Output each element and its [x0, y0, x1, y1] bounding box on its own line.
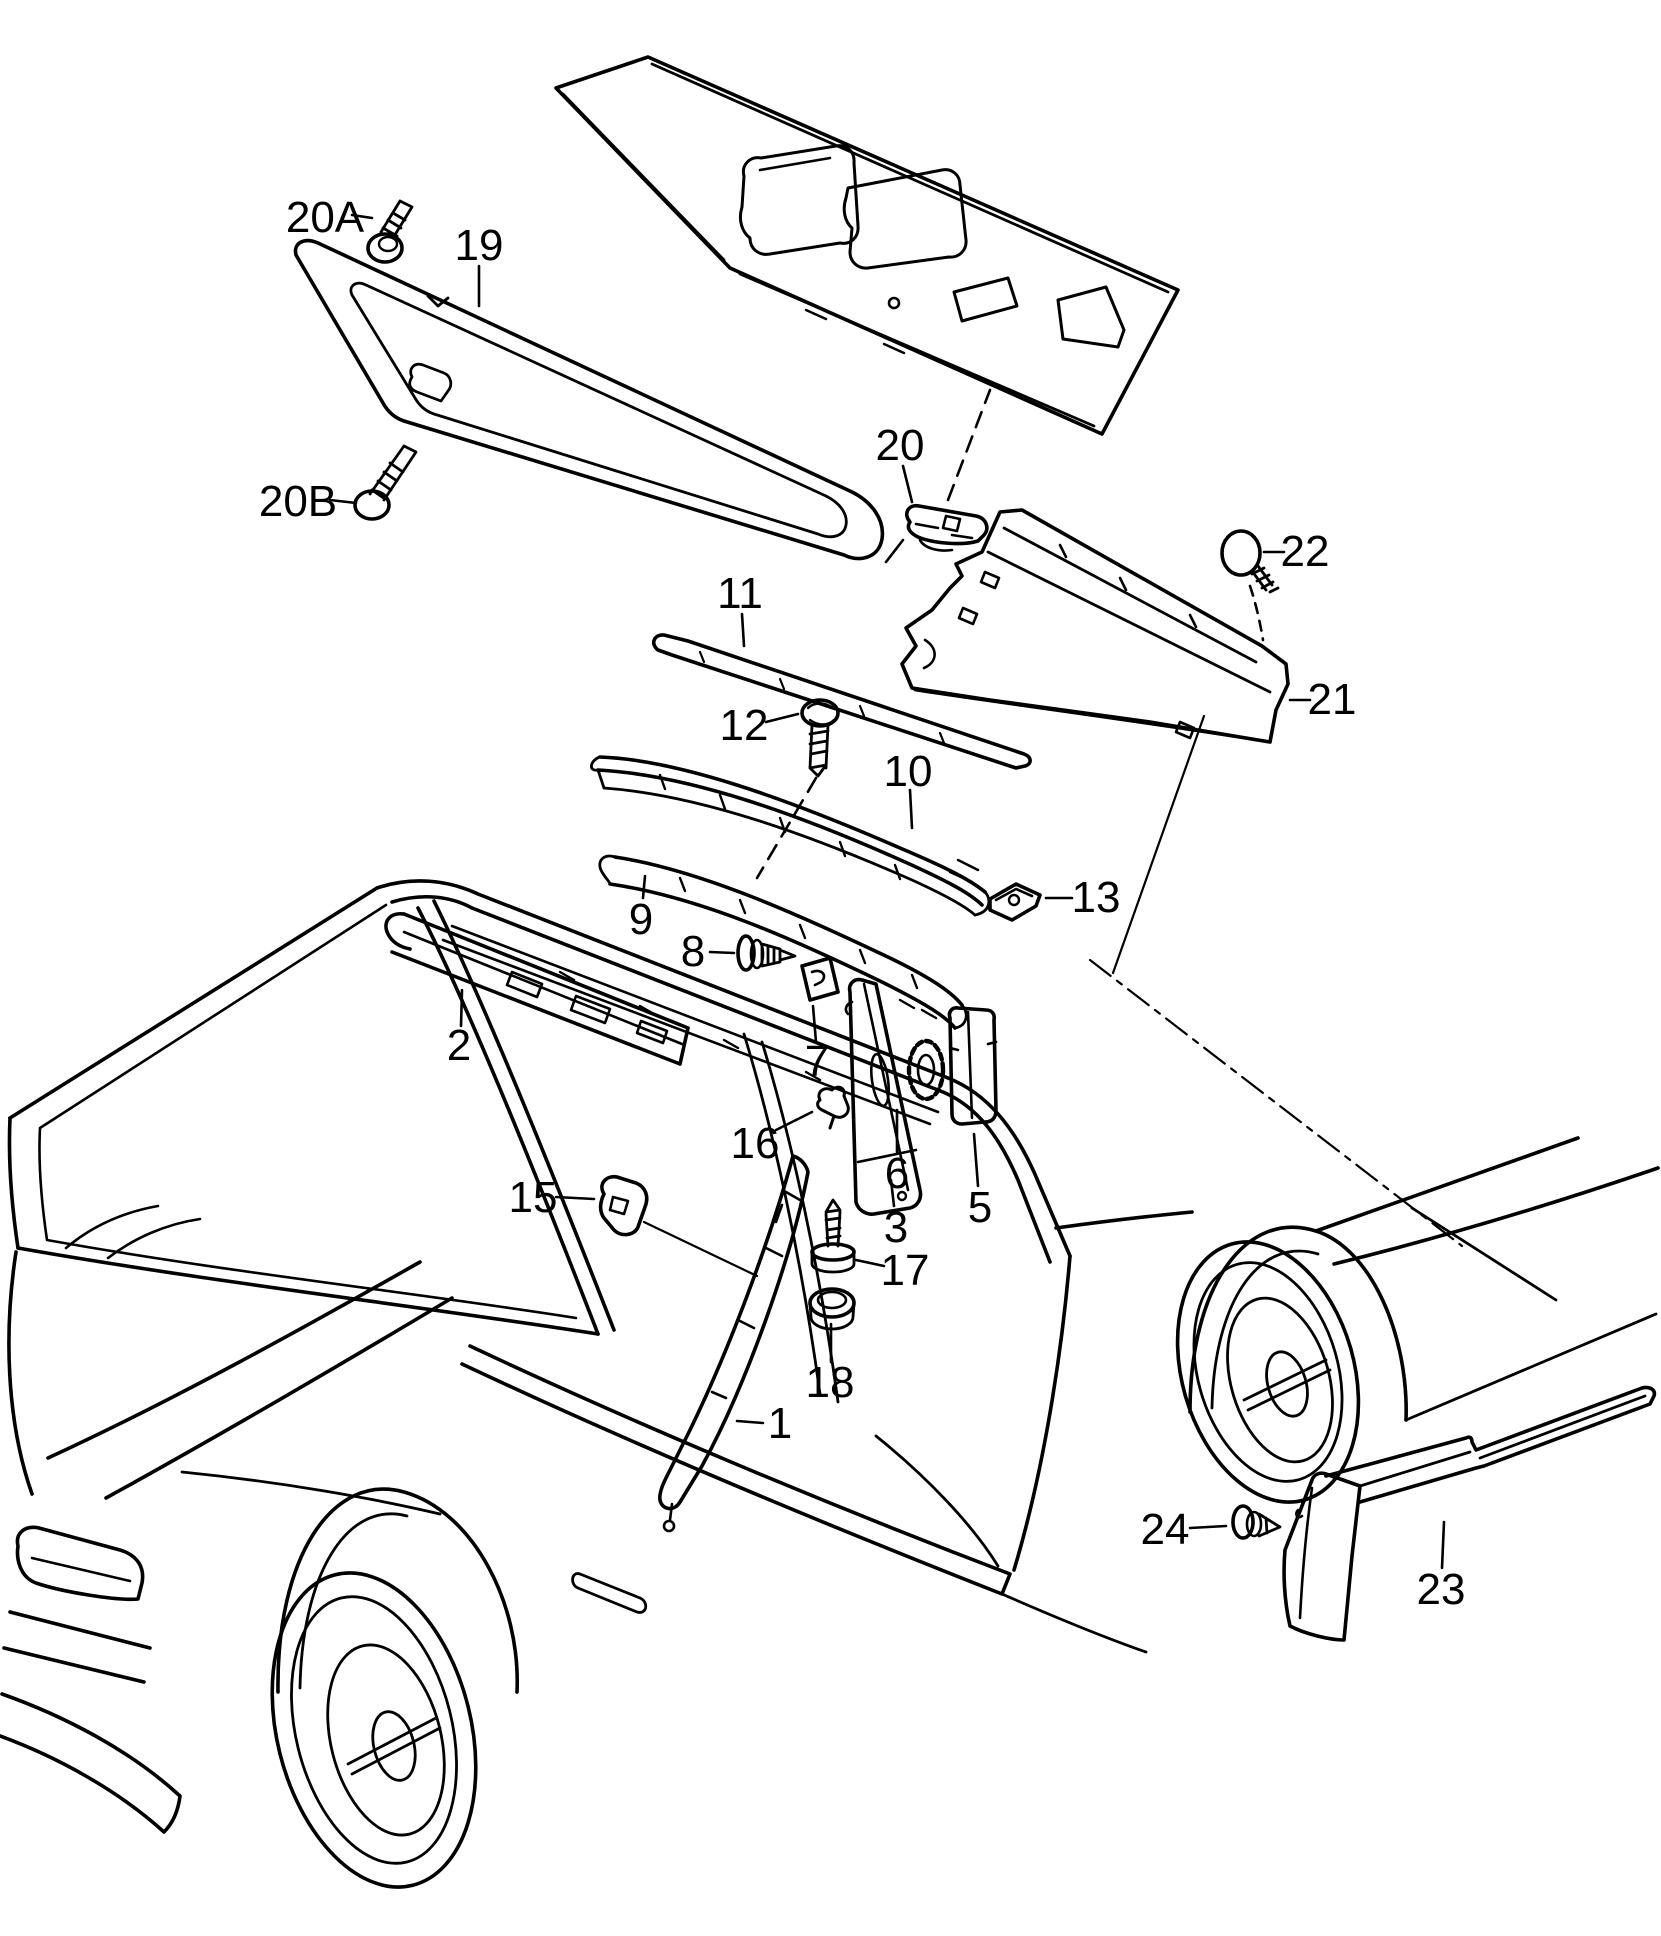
callout-20A: 20A [286, 193, 365, 242]
callout-2: 2 [447, 1021, 471, 1070]
clip-20-icon [905, 503, 989, 552]
callout-12: 12 [720, 701, 769, 750]
headliner-panel-part [554, 55, 1180, 436]
callout-16: 16 [731, 1119, 780, 1168]
trim-strip-11-part [651, 633, 1032, 770]
cap-15-icon [598, 1174, 649, 1237]
screw-12-icon [800, 698, 840, 778]
callout-23: 23 [1417, 1565, 1466, 1614]
screw-22-icon [1220, 529, 1280, 594]
callout-10: 10 [884, 747, 933, 796]
a-pillar-trim-1-part [658, 1154, 810, 1533]
callout-9: 9 [629, 895, 653, 944]
callout-24: 24 [1141, 1505, 1190, 1554]
callout-3: 3 [884, 1203, 908, 1252]
callout-13: 13 [1072, 873, 1121, 922]
callout-19: 19 [455, 221, 504, 270]
clip-13-icon [988, 882, 1042, 922]
rivet-8-icon [736, 934, 797, 972]
sill-trim-23-part [1282, 1385, 1657, 1642]
callout-labels: 20A 19 20B 20 11 12 10 9 13 22 21 2 8 7 … [259, 193, 1466, 1614]
windshield-header-trim-2-part [384, 911, 690, 1066]
pillar-trim-3-part [844, 977, 923, 1216]
leader-lines [328, 213, 1464, 1570]
callout-17: 17 [881, 1246, 930, 1295]
ring-18-icon [808, 1287, 856, 1331]
grommet-6-icon [906, 1038, 946, 1102]
callout-1: 1 [768, 1399, 792, 1448]
callout-20: 20 [876, 421, 925, 470]
car-body-outline [0, 879, 1660, 1889]
callout-5: 5 [968, 1183, 992, 1232]
screw-20b-icon [353, 444, 418, 521]
callout-18: 18 [806, 1358, 855, 1407]
clip-16-icon [816, 1085, 850, 1130]
clip-7-icon [800, 956, 840, 1002]
callout-21: 21 [1308, 675, 1357, 724]
callout-11: 11 [717, 569, 763, 618]
sun-visor-part [293, 238, 885, 561]
callout-20B: 20B [259, 477, 337, 526]
callout-7: 7 [805, 1037, 829, 1086]
callout-8: 8 [681, 927, 705, 976]
roof-molding-10-part [590, 755, 991, 917]
callout-15: 15 [509, 1173, 558, 1222]
pillar-trim-5-part [947, 1006, 998, 1126]
screw-17-icon [810, 1198, 856, 1274]
roof-molding-9-part [598, 854, 968, 1030]
clip-24-icon [1231, 1504, 1282, 1540]
callout-22: 22 [1281, 527, 1330, 576]
callout-6: 6 [885, 1149, 909, 1198]
parcel-shelf-part [900, 508, 1290, 744]
screw-20a-icon [366, 199, 414, 264]
